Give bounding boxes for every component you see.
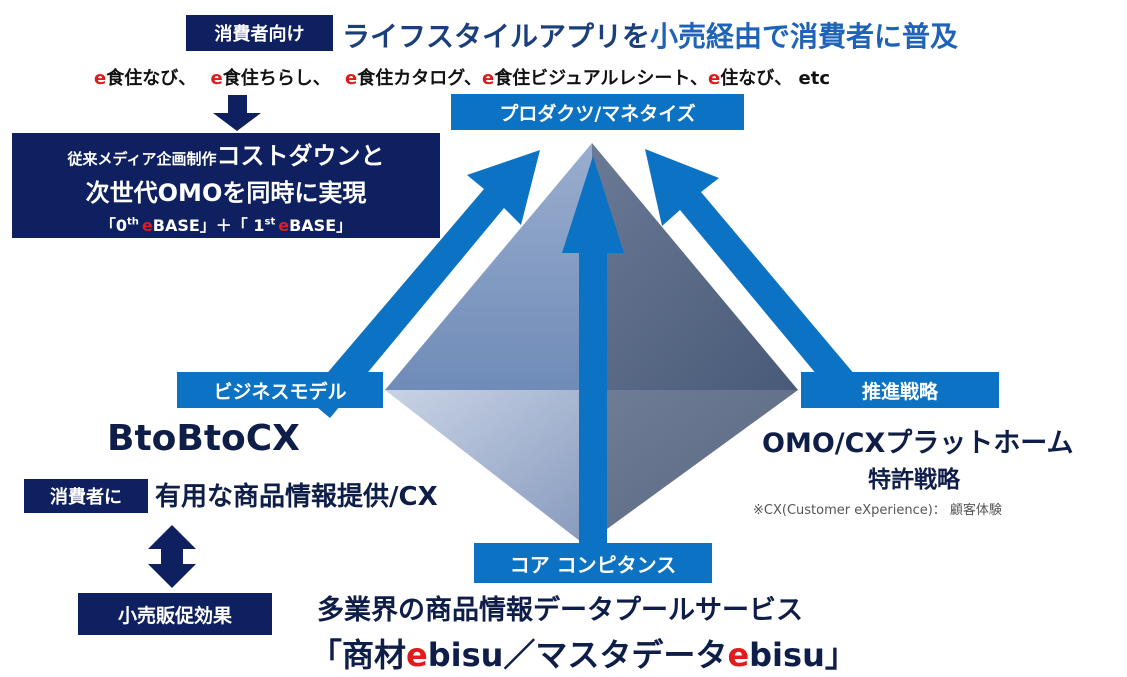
core-competence-label: コア コンピタンス: [474, 543, 712, 583]
pyramid-face-upper-left: [385, 143, 592, 390]
pyramid-face-lower-right: [585, 390, 798, 545]
arrow-double-vertical: [148, 525, 196, 588]
patent-strategy-text: 特許戦略: [868, 467, 960, 493]
arrow-center-up: [562, 156, 624, 548]
headline-part-b: 小売経由で消費者に普及: [650, 20, 959, 53]
product-tail: etc: [798, 68, 831, 89]
retail-promo-effect-box: 小売販促効果: [78, 593, 272, 635]
product-item: e食住ビジュアルレシート、: [481, 68, 709, 89]
arrow-left-up: [306, 150, 540, 418]
btobtocx-title: BtoBtoCX: [107, 418, 300, 459]
cost-line-1: 従来メディア企画制作コストダウンと: [67, 141, 385, 170]
pyramid-face-upper-right: [590, 143, 798, 390]
useful-info-text: 有用な商品情報提供/CX: [155, 482, 438, 512]
consumer-to-badge: 消費者に: [24, 479, 148, 513]
product-item: e食住ちらし、: [210, 68, 331, 89]
business-model-label: ビジネスモデル: [177, 372, 383, 408]
top-headline: ライフスタイルアプリを小売経由で消費者に普及: [342, 15, 958, 55]
arrow-right-up: [645, 149, 866, 405]
omo-cx-platform-title: OMO/CXプラットホーム: [762, 428, 1074, 459]
promotion-strategy-label: 推進戦略: [801, 372, 999, 408]
product-item: e住なび、: [708, 68, 793, 89]
data-pool-service-title: 多業界の商品情報データプールサービス: [317, 595, 803, 626]
consumer-badge: 消費者向け: [186, 15, 333, 51]
product-item: e食住なび、: [94, 68, 197, 89]
headline-part-a: ライフスタイルアプリを: [342, 20, 651, 53]
ebisu-line: 「商材ebisu／マスタデータebisu」: [310, 636, 857, 674]
product-monetize-label: プロダクツ/マネタイズ: [451, 94, 744, 130]
arrow-down-small: [213, 95, 261, 131]
pyramid-face-lower-left: [385, 390, 590, 545]
product-list: e食住なび、 e食住ちらし、 e食住カタログ、e食住ビジュアルレシート、e住なび…: [94, 64, 830, 90]
cost-line-2: 次世代OMOを同時に実現: [85, 178, 367, 207]
cx-footnote: ※CX(Customer eXperience)： 顧客体験: [753, 503, 1002, 518]
product-item: e食住カタログ、: [345, 68, 482, 89]
